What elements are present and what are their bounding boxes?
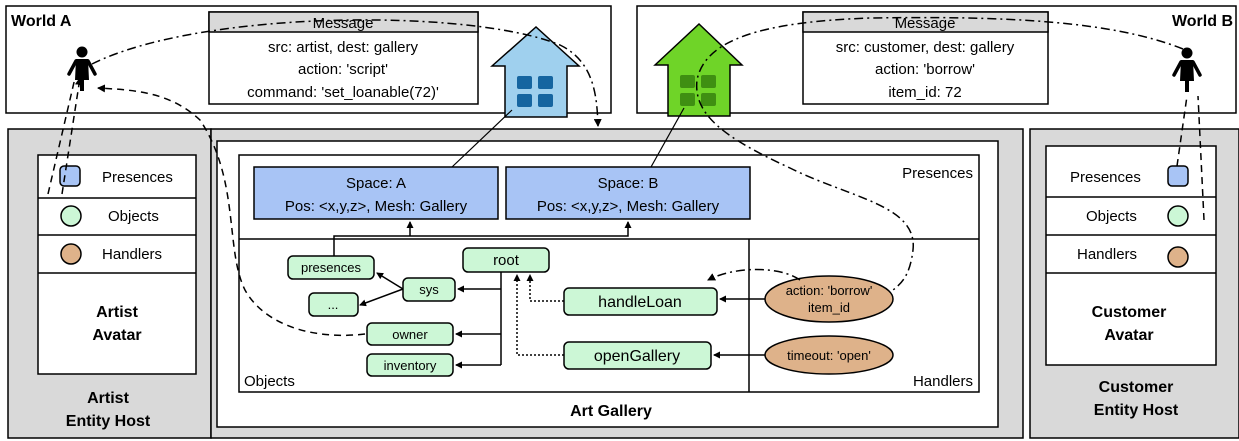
presence-links bbox=[451, 107, 685, 168]
message-a-line-3: command: 'set_loanable(72)' bbox=[247, 84, 439, 101]
handler-borrow-line-1: action: 'borrow' bbox=[786, 283, 873, 298]
object-tree-connectors bbox=[333, 221, 765, 369]
object-open-gallery-label: openGallery bbox=[594, 348, 680, 365]
object-inventory-label: inventory bbox=[384, 358, 437, 373]
space-b-line-2: Pos: <x,y,z>, Mesh: Gallery bbox=[537, 198, 720, 215]
artist-host-title-2: Entity Host bbox=[66, 413, 151, 430]
message-a-line-1: src: artist, dest: gallery bbox=[268, 39, 419, 56]
world-a-title: World A bbox=[11, 13, 72, 30]
object-sys-label: sys bbox=[419, 282, 439, 297]
world-b-title: World B bbox=[1172, 13, 1233, 30]
customer-avatar-title-1: Customer bbox=[1092, 304, 1167, 321]
message-a-line-2: action: 'script' bbox=[298, 61, 388, 78]
presence-square-icon bbox=[1167, 165, 1189, 187]
handler-circle-icon bbox=[60, 243, 82, 265]
objects-section-label: Objects bbox=[244, 373, 295, 390]
space-a-presence: Space: A Pos: <x,y,z>, Mesh: Gallery bbox=[253, 166, 499, 220]
dashed-flows bbox=[47, 77, 1205, 337]
object-circle-icon bbox=[60, 205, 82, 227]
art-gallery-title: Art Gallery bbox=[570, 403, 652, 420]
artist-avatar-title-2: Avatar bbox=[92, 327, 141, 344]
customer-presences-label: Presences bbox=[1070, 169, 1141, 186]
object-owner bbox=[366, 322, 454, 346]
message-b-line-3: item_id: 72 bbox=[888, 84, 961, 101]
message-b: Message src: customer, dest: gallery act… bbox=[802, 11, 1049, 105]
customer-host-title-2: Entity Host bbox=[1094, 402, 1179, 419]
object-presences bbox=[287, 255, 375, 280]
object-ellipsis-label: ... bbox=[328, 297, 339, 312]
message-a-header: Message bbox=[313, 15, 374, 32]
message-b-line-1: src: customer, dest: gallery bbox=[836, 39, 1015, 56]
message-b-header: Message bbox=[895, 15, 956, 32]
customer-handlers-label: Handlers bbox=[1077, 246, 1137, 263]
artist-avatar-box bbox=[37, 154, 197, 375]
customer-host-title-1: Customer bbox=[1099, 379, 1174, 396]
house-icon bbox=[490, 25, 581, 118]
artist-avatar-title-1: Artist bbox=[96, 304, 138, 321]
object-root-label: root bbox=[493, 252, 520, 269]
presences-section-label: Presences bbox=[902, 165, 973, 182]
handlers-section-label: Handlers bbox=[913, 373, 973, 390]
space-a-line-2: Pos: <x,y,z>, Mesh: Gallery bbox=[285, 198, 468, 215]
object-inventory bbox=[366, 353, 454, 377]
object-handle-loan-label: handleLoan bbox=[598, 294, 682, 311]
object-ellipsis bbox=[308, 292, 359, 317]
person-icon bbox=[1172, 47, 1202, 92]
handler-timeout-label: timeout: 'open' bbox=[787, 348, 871, 363]
object-owner-label: owner bbox=[392, 327, 428, 342]
space-b-line-1: Space: B bbox=[598, 175, 659, 192]
message-b-line-2: action: 'borrow' bbox=[875, 61, 975, 78]
artist-presences-label: Presences bbox=[102, 169, 173, 186]
handler-borrow-line-2: item_id bbox=[808, 300, 850, 315]
artist-host-title-1: Artist bbox=[87, 390, 129, 407]
handler-circle-icon bbox=[1167, 246, 1189, 268]
customer-avatar-title-2: Avatar bbox=[1104, 327, 1153, 344]
object-root bbox=[462, 247, 550, 273]
person-icon bbox=[67, 46, 97, 91]
object-circle-icon bbox=[1167, 205, 1189, 227]
message-a: Message src: artist, dest: gallery actio… bbox=[208, 11, 479, 105]
object-presences-label: presences bbox=[301, 260, 361, 275]
space-b-presence: Space: B Pos: <x,y,z>, Mesh: Gallery bbox=[505, 166, 751, 220]
customer-objects-label: Objects bbox=[1086, 208, 1137, 225]
dash-dot-flows bbox=[91, 16, 1184, 291]
artist-objects-label: Objects bbox=[108, 208, 159, 225]
dotted-root-links bbox=[513, 274, 564, 356]
artist-handlers-label: Handlers bbox=[102, 246, 162, 263]
space-a-line-1: Space: A bbox=[346, 175, 406, 192]
presence-square-icon bbox=[59, 165, 81, 187]
